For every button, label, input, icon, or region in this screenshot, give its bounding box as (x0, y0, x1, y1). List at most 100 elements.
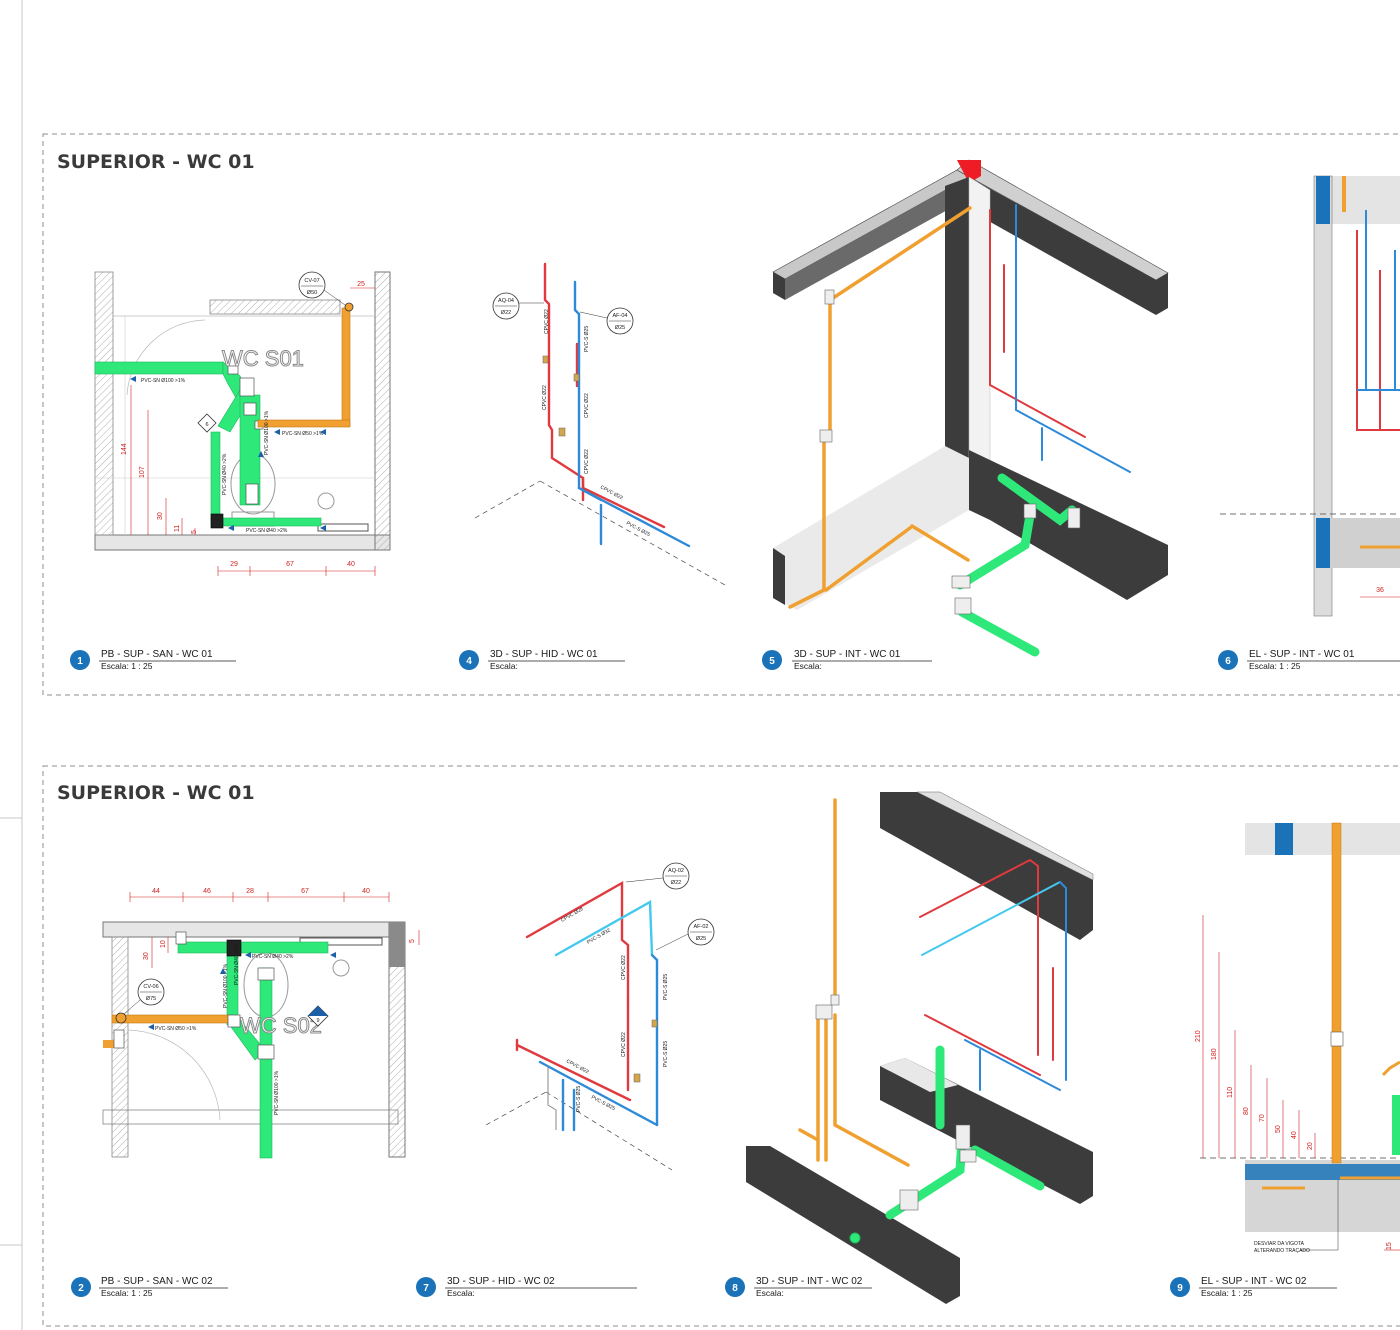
pipe-label: CPVC Ø22 (544, 309, 550, 334)
tag-id: AQ-02 (668, 868, 684, 874)
section-title: SUPERIOR - WC 01 (57, 782, 255, 804)
pipe-label: PVC-SN Ø40 >2% (234, 943, 240, 985)
dimension: 30 (143, 952, 150, 960)
dimension: 80 (1243, 1107, 1250, 1115)
view-title: EL - SUP - INT - WC 02 (1201, 1276, 1307, 1287)
pipe-label: PVC-S Ø25 (663, 974, 669, 1000)
view-number-badge: 2 (78, 1283, 84, 1294)
view-number-badge: 4 (466, 656, 472, 667)
section-marker: 6 (205, 422, 208, 428)
view-title: 3D - SUP - HID - WC 02 (447, 1276, 555, 1287)
pipe-label: CPVC Ø22 (621, 955, 627, 980)
tag-diameter: Ø75 (146, 996, 156, 1002)
view-number-badge: 1 (77, 656, 83, 667)
dimension: 20 (1307, 1142, 1314, 1150)
tag-diameter: Ø25 (696, 936, 706, 942)
tag-id: AF-02 (694, 924, 709, 930)
dimension: 25 (357, 281, 365, 288)
view-scale: Escala: 1 : 25 (1249, 661, 1301, 671)
dimension: 5 (191, 530, 198, 534)
view-title-6: 6 EL - SUP - INT - WC 01 Escala: 1 : 25 (1218, 649, 1400, 671)
iso-3d-wc01 (772, 159, 1169, 657)
view-title-1: 1 PB - SUP - SAN - WC 01 Escala: 1 : 25 (70, 649, 236, 671)
view-scale: Escala: 1 : 25 (1201, 1288, 1253, 1298)
iso-3d-wc02 (746, 791, 1094, 1304)
pipe-label: PVC-SN Ø100 >1% (274, 1070, 280, 1115)
pipe-label: CPVC Ø22 (584, 449, 590, 474)
view-number-badge: 9 (1177, 1283, 1183, 1294)
dimension: 40 (362, 888, 370, 895)
elevation-wc02: 210 180 110 80 70 50 40 20 15 DESVIAR DA… (1195, 822, 1400, 1254)
view-title-4: 4 3D - SUP - HID - WC 01 Escala: (459, 649, 625, 671)
pipe-label: PVC-SN Ø100 >1% (264, 410, 270, 455)
pipe-label: PVC-SN Ø100 >1% (223, 963, 229, 1008)
dimension: 44 (152, 888, 160, 895)
pipe-label: PVC-SN Ø40 >2% (252, 954, 294, 960)
view-scale: Escala: (756, 1288, 784, 1298)
pipe-label: CPVC Ø22 (565, 1058, 590, 1075)
pipe-label: CPVC Ø22 (542, 385, 548, 410)
tag-diameter: Ø22 (671, 880, 681, 886)
view-title: 3D - SUP - INT - WC 01 (794, 649, 901, 660)
dimension: 36 (1376, 587, 1384, 594)
pipe-label: PVC-S Ø25 (576, 1086, 582, 1112)
dimension: 67 (286, 561, 294, 568)
iso-hydraulic-wc01: AQ-04 Ø22 AF-04 Ø25 CPVC Ø22 PVC-S Ø25 C… (474, 262, 726, 586)
dimension: 107 (139, 466, 146, 478)
pipe-label: PVC-S Ø25 (584, 326, 590, 352)
section-frame-1: SUPERIOR - WC 01 (42, 133, 1400, 696)
view-title: PB - SUP - SAN - WC 02 (101, 1276, 213, 1287)
section-marker: 9 (316, 1018, 319, 1024)
view-title-5: 5 3D - SUP - INT - WC 01 Escala: (762, 649, 932, 671)
pipe-label: PVC-SN Ø50 >1% (282, 431, 324, 437)
dimension: 5 (409, 939, 416, 943)
dimension: 46 (203, 888, 211, 895)
dimension: 50 (1275, 1125, 1282, 1133)
view-scale: Escala: (447, 1288, 475, 1298)
dimension: 144 (121, 443, 128, 455)
view-title: 3D - SUP - HID - WC 01 (490, 649, 598, 660)
dimension: 40 (1291, 1131, 1298, 1139)
dimension: 40 (347, 561, 355, 568)
dimension: 110 (1227, 1087, 1234, 1098)
section-title: SUPERIOR - WC 01 (57, 151, 255, 173)
view-title-9: 9 EL - SUP - INT - WC 02 Escala: 1 : 25 (1170, 1276, 1337, 1298)
tag-id: CV-06 (143, 984, 158, 990)
tag-id: AQ-04 (498, 298, 514, 304)
view-title: EL - SUP - INT - WC 01 (1249, 649, 1355, 660)
tag-id: CV-07 (304, 278, 319, 284)
dimension: 67 (301, 888, 309, 895)
view-scale: Escala: 1 : 25 (101, 1288, 153, 1298)
view-title-8: 8 3D - SUP - INT - WC 02 Escala: (725, 1276, 872, 1298)
pipe-label: CPVC Ø22 (621, 1032, 627, 1057)
iso-hydraulic-wc02: AQ-02 Ø22 AF-02 Ø25 CPVC Ø28 PVC-S Ø32 C… (485, 862, 715, 1171)
dimension: 11 (174, 525, 181, 532)
view-number-badge: 7 (423, 1283, 429, 1294)
dimension: 210 (1195, 1030, 1202, 1042)
section-frame-2: SUPERIOR - WC 01 (42, 765, 1400, 1327)
pipe-label: CPVC Ø22 (599, 484, 624, 501)
pipe-label: PVC-SN Ø100 >1% (141, 378, 186, 384)
view-scale: Escala: 1 : 25 (101, 661, 153, 671)
room-label: WC S01 (222, 346, 304, 371)
annotation-note: DESVIAR DA VIGOTA (1254, 1241, 1305, 1247)
view-number-badge: 5 (769, 656, 775, 667)
tag-diameter: Ø22 (501, 310, 511, 316)
view-number-badge: 8 (732, 1283, 738, 1294)
view-scale: Escala: (794, 661, 822, 671)
view-scale: Escala: (490, 661, 518, 671)
dimension: 10 (160, 940, 167, 948)
elevation-wc01: 36 (1220, 175, 1400, 617)
view-title: PB - SUP - SAN - WC 01 (101, 649, 213, 660)
plan-view-wc01: WC S01 CV-07 Ø50 6 PVC-SN Ø100 >1% PVC-S… (94, 271, 391, 576)
pipe-label: PVC-SN Ø40 >2% (246, 528, 288, 534)
dimension: 29 (230, 561, 238, 568)
pipe-label: PVC-SN Ø40 >2% (222, 453, 228, 495)
tag-id: AF-04 (613, 313, 628, 319)
tag-diameter: Ø25 (615, 325, 625, 331)
view-title: 3D - SUP - INT - WC 02 (756, 1276, 863, 1287)
pipe-label: PVC-S Ø25 (663, 1041, 669, 1067)
view-number-badge: 6 (1225, 656, 1231, 667)
dimension: 28 (246, 888, 254, 895)
